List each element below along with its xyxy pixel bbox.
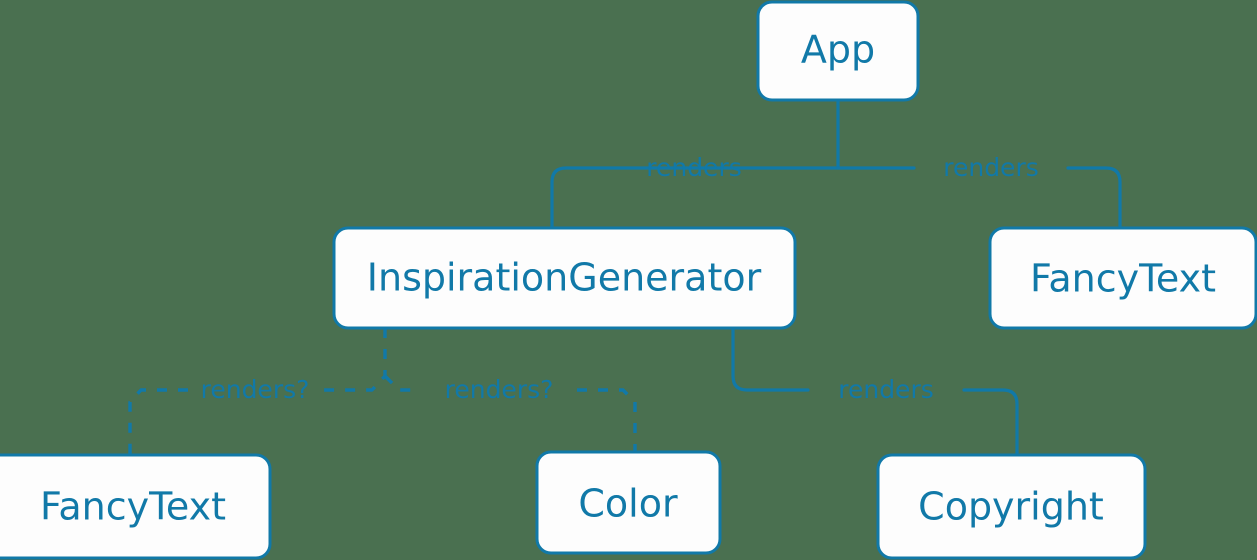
edge-inspiration-generator-to-color xyxy=(383,374,637,452)
edge-label-inspiration-generator-to-fancy-text-bottom: renders? xyxy=(201,375,310,404)
edge-label-inspiration-generator-to-color: renders? xyxy=(445,375,554,404)
node-inspiration-generator-box[interactable] xyxy=(332,226,797,330)
node-inspiration-generator-label: InspirationGenerator xyxy=(367,256,762,300)
node-copyright[interactable]: Copyright xyxy=(876,453,1147,560)
edges-layer: renders renders renders? renders? render… xyxy=(128,98,1122,460)
edge-inspiration-generator-to-fancy-text-bottom xyxy=(128,328,387,460)
node-color-label: Color xyxy=(578,482,678,526)
edge-label-app-to-inspiration-generator: renders xyxy=(646,153,742,182)
node-copyright-label: Copyright xyxy=(918,485,1104,529)
node-fancy-text-bottom[interactable]: FancyText xyxy=(0,453,272,560)
node-fancy-text-bottom-box[interactable] xyxy=(0,453,272,560)
node-inspiration-generator[interactable]: InspirationGenerator xyxy=(332,226,797,330)
edge-label-app-to-fancy-text-right: renders xyxy=(943,153,1039,182)
edge-app-to-inspiration-generator xyxy=(550,166,840,230)
node-color-box[interactable] xyxy=(535,450,722,555)
edge-app-to-fancy-text-right xyxy=(836,166,1122,230)
edge-inspiration-generator-to-copyright xyxy=(731,326,1019,457)
edge-label-inspiration-generator-to-copyright: renders xyxy=(838,375,934,404)
node-fancy-text-right[interactable]: FancyText xyxy=(988,226,1257,330)
node-app-box[interactable] xyxy=(756,0,920,102)
node-fancy-text-right-label: FancyText xyxy=(1030,257,1216,301)
node-app-label: App xyxy=(801,28,875,72)
node-color[interactable]: Color xyxy=(535,450,722,555)
node-copyright-box[interactable] xyxy=(876,453,1147,560)
node-fancy-text-bottom-label: FancyText xyxy=(40,485,226,529)
node-app[interactable]: App xyxy=(756,0,920,102)
node-fancy-text-right-box[interactable] xyxy=(988,226,1257,330)
